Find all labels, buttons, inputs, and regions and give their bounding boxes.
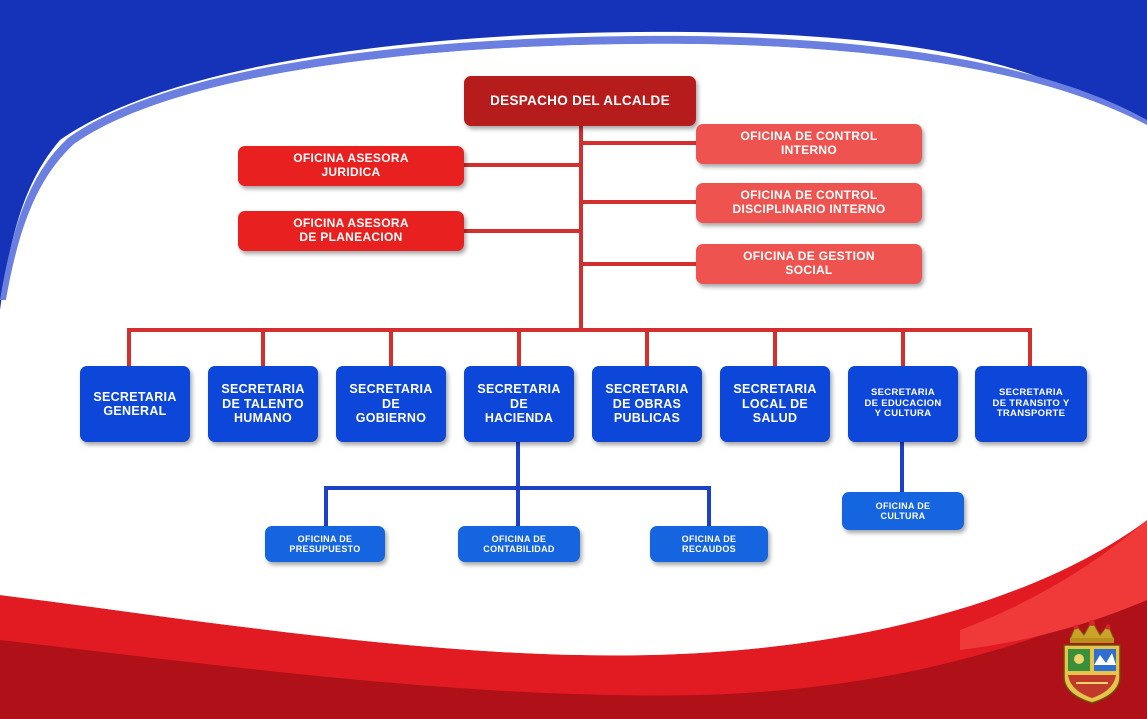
connector-main-vertical <box>579 126 583 330</box>
transito-line3: TRANSPORTE <box>996 408 1066 420</box>
despacho-del-alcalde-box: DESPACHO DEL ALCALDE <box>464 76 696 126</box>
red-swoosh <box>0 520 1147 719</box>
recaudos-line1: OFICINA DE <box>681 533 737 544</box>
connector-drop-1 <box>127 328 131 366</box>
secretaria-hacienda-box: SECRETARIA DE HACIENDA <box>464 366 574 442</box>
connector-cultura <box>900 442 904 492</box>
connector-drop-5 <box>645 328 649 366</box>
connector-contabilidad <box>516 486 520 526</box>
transito-line1: SECRETARIA <box>998 386 1064 398</box>
control-interno-line1: OFICINA DE CONTROL <box>740 129 878 144</box>
connector-gestion-social <box>581 262 696 266</box>
oficina-presupuesto-box: OFICINA DE PRESUPUESTO <box>265 526 385 562</box>
oficina-cultura-box: OFICINA DE CULTURA <box>842 492 964 530</box>
red-swoosh-dark <box>0 590 1147 719</box>
secretaria-educacion-box: SECRETARIA DE EDUCACION Y CULTURA <box>848 366 958 442</box>
connector-drop-7 <box>901 328 905 366</box>
hacienda-line3: HACIENDA <box>484 411 554 426</box>
cultura-line1: OFICINA DE <box>875 500 931 511</box>
oficina-control-interno-box: OFICINA DE CONTROL INTERNO <box>696 124 922 164</box>
secretaria-general-line1: SECRETARIA <box>93 389 177 404</box>
connector-hacienda-down <box>516 442 520 488</box>
hacienda-line2: DE <box>510 396 528 411</box>
secretaria-talento-humano-box: SECRETARIA DE TALENTO HUMANO <box>208 366 318 442</box>
oficina-disciplinario-box: OFICINA DE CONTROL DISCIPLINARIO INTERNO <box>696 183 922 223</box>
secretaria-transito-box: SECRETARIA DE TRANSITO Y TRANSPORTE <box>975 366 1087 442</box>
secretaria-salud-box: SECRETARIA LOCAL DE SALUD <box>720 366 830 442</box>
connector-disciplinario <box>581 200 696 204</box>
talento-line3: HUMANO <box>233 411 293 426</box>
transito-line2: DE TRANSITO Y <box>992 397 1070 409</box>
oficina-gestion-social-box: OFICINA DE GESTION SOCIAL <box>696 244 922 284</box>
gestion-social-line1: OFICINA DE GESTION <box>743 249 875 264</box>
connector-drop-4 <box>517 328 521 366</box>
despacho-label: DESPACHO DEL ALCALDE <box>490 93 670 109</box>
talento-line1: SECRETARIA <box>221 382 305 397</box>
disciplinario-line1: OFICINA DE CONTROL <box>740 188 878 203</box>
disciplinario-line2: DISCIPLINARIO INTERNO <box>732 202 886 216</box>
secretaria-general-line2: GENERAL <box>103 404 167 418</box>
oficina-contabilidad-box: OFICINA DE CONTABILIDAD <box>458 526 580 562</box>
connector-horizontal-secretariats <box>127 328 1032 332</box>
recaudos-line2: RECAUDOS <box>682 544 736 554</box>
secretaria-obras-publicas-box: SECRETARIA DE OBRAS PUBLICAS <box>592 366 702 442</box>
gobierno-line2: DE <box>382 396 400 411</box>
salud-line1: SECRETARIA <box>733 382 817 397</box>
white-panel <box>0 43 1147 656</box>
contabilidad-line1: OFICINA DE <box>491 533 547 544</box>
oficina-juridica-line1: OFICINA ASESORA <box>293 151 409 166</box>
educacion-line2: DE EDUCACION <box>864 397 942 409</box>
connector-control-interno <box>581 141 696 145</box>
connector-planeacion <box>463 229 581 233</box>
oficina-planeacion-box: OFICINA ASESORA DE PLANEACION <box>238 211 464 251</box>
control-interno-line2: INTERNO <box>780 143 838 157</box>
presupuesto-line2: PRESUPUESTO <box>289 544 361 554</box>
gestion-social-line2: SOCIAL <box>785 263 833 277</box>
presupuesto-line1: OFICINA DE <box>297 533 353 544</box>
oficina-juridica-line2: JURIDICA <box>321 165 381 179</box>
secretaria-gobierno-box: SECRETARIA DE GOBIERNO <box>336 366 446 442</box>
connector-juridica <box>463 163 581 167</box>
cultura-line2: CULTURA <box>880 511 926 521</box>
contabilidad-line2: CONTABILIDAD <box>483 544 555 554</box>
gobierno-line1: SECRETARIA <box>349 382 433 397</box>
oficina-planeacion-line1: OFICINA ASESORA <box>293 216 409 231</box>
talento-line2: DE TALENTO <box>222 396 304 411</box>
obras-line3: PUBLICAS <box>613 411 681 426</box>
connector-presupuesto <box>324 486 328 526</box>
hacienda-line1: SECRETARIA <box>477 382 561 397</box>
red-swoosh-right <box>960 520 1147 650</box>
connector-drop-8 <box>1028 328 1032 366</box>
obras-line1: SECRETARIA <box>605 382 689 397</box>
salud-line3: SALUD <box>752 411 798 426</box>
oficina-recaudos-box: OFICINA DE RECAUDOS <box>650 526 768 562</box>
secretaria-general-box: SECRETARIA GENERAL <box>80 366 190 442</box>
salud-line2: LOCAL DE <box>741 396 809 411</box>
connector-recaudos <box>707 486 711 526</box>
oficina-planeacion-line2: DE PLANEACION <box>299 230 403 244</box>
blue-swoosh <box>0 0 1147 310</box>
educacion-line3: Y CULTURA <box>874 408 932 420</box>
municipal-coat-of-arms-icon <box>1063 619 1121 704</box>
oficina-juridica-box: OFICINA ASESORA JURIDICA <box>238 146 464 186</box>
gobierno-line3: GOBIERNO <box>355 411 427 426</box>
connector-drop-3 <box>389 328 393 366</box>
connector-drop-6 <box>773 328 777 366</box>
obras-line2: DE OBRAS <box>612 396 682 411</box>
educacion-line1: SECRETARIA <box>870 386 936 398</box>
connector-drop-2 <box>261 328 265 366</box>
